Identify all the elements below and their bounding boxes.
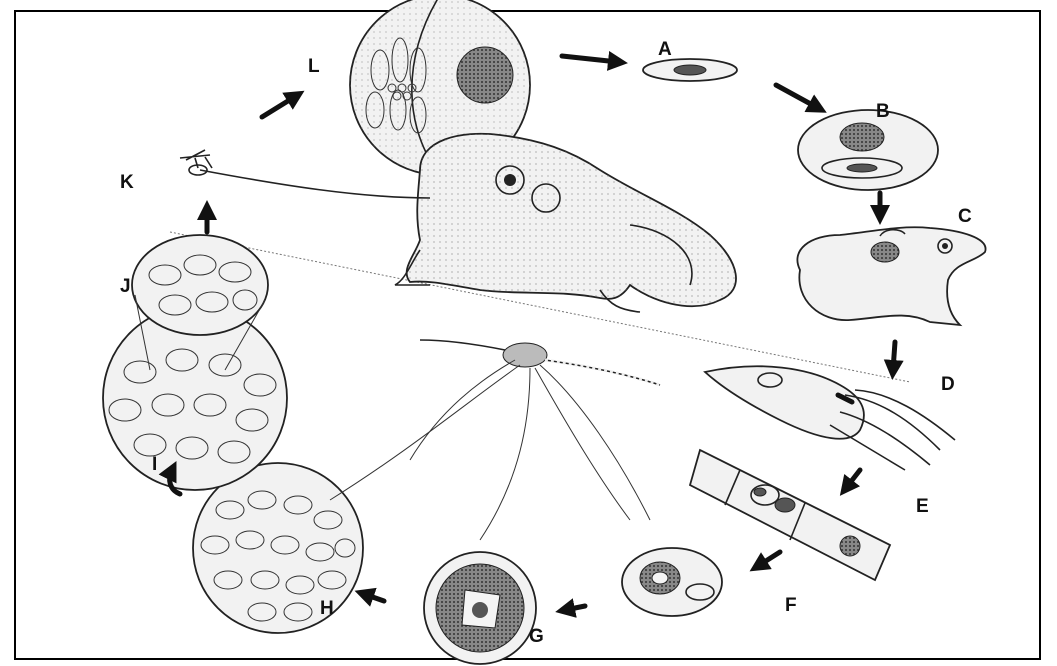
stage-b-cell <box>798 110 938 190</box>
stage-f-cell <box>622 548 722 616</box>
stage-d-leech <box>705 366 955 470</box>
label-k: K <box>120 172 134 193</box>
stage-c-frog <box>797 227 985 325</box>
label-h: H <box>320 598 334 619</box>
label-i: I <box>152 454 157 475</box>
label-f: F <box>785 595 797 616</box>
label-e: E <box>916 496 929 517</box>
mosquito-illustration <box>330 340 660 540</box>
label-b: B <box>876 101 890 122</box>
label-a: A <box>658 39 672 60</box>
stage-g-cell <box>424 552 536 664</box>
label-d: D <box>941 374 955 395</box>
label-c: C <box>958 206 972 227</box>
label-l: L <box>308 56 320 77</box>
stage-h-cell <box>193 463 363 633</box>
stage-a-cell <box>643 59 737 81</box>
label-j: J <box>120 276 131 297</box>
label-g: G <box>529 626 544 647</box>
